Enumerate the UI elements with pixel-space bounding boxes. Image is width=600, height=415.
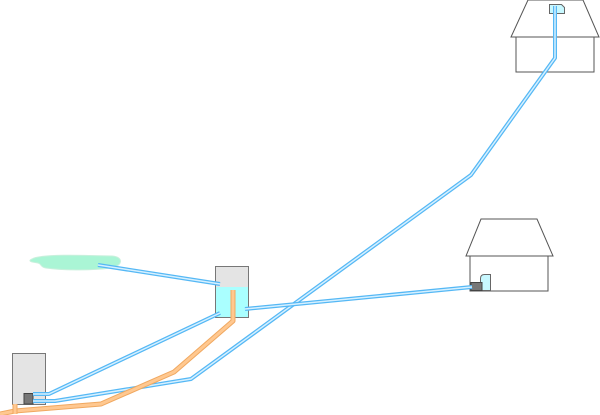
pipe-tank-to-lower-house xyxy=(244,285,473,311)
house-roof xyxy=(465,218,554,257)
cistern-tank-icon xyxy=(12,353,46,405)
house-lower xyxy=(465,218,554,292)
pipe-pond-to-tank xyxy=(97,263,221,286)
pump-icon xyxy=(23,393,34,405)
pipe-cistern-to-upper-house xyxy=(33,6,557,403)
drain-pipe xyxy=(0,290,236,415)
pipe-tank-to-cistern xyxy=(33,311,221,396)
pump-icon xyxy=(470,282,483,291)
water-fixture-icon xyxy=(480,274,491,291)
pond-icon xyxy=(29,254,121,271)
